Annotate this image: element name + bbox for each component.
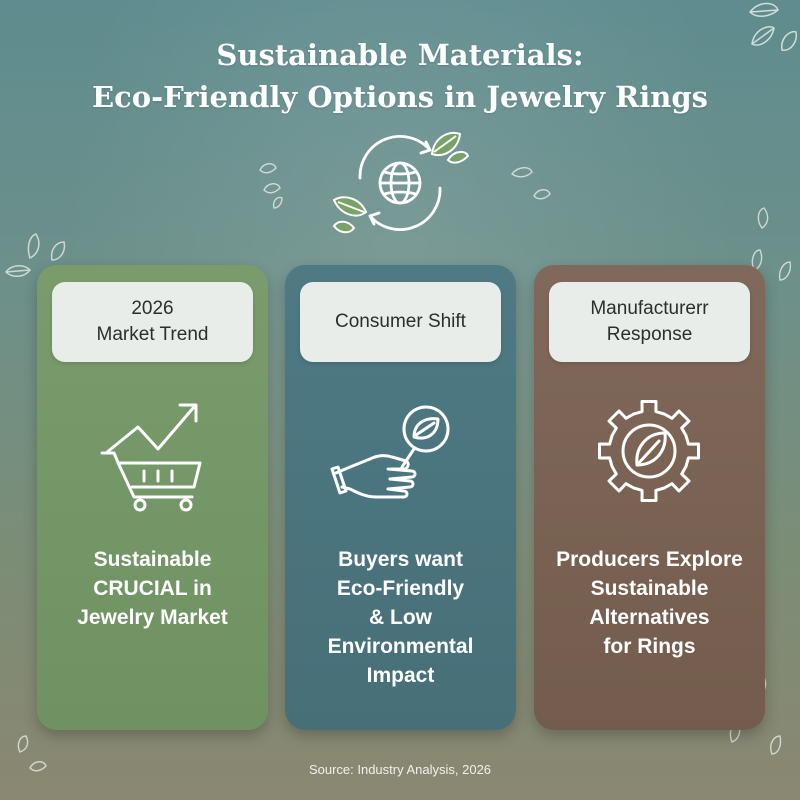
- card-1-text-line-1: Sustainable: [93, 548, 212, 571]
- card-label-consumer-shift: Consumer Shift: [300, 282, 501, 362]
- card-3-text-line-4: for Rings: [603, 635, 696, 658]
- card-3-text-line-1: Producers Explore: [556, 548, 743, 571]
- card-1-text-line-3: Jewelry Market: [77, 606, 228, 629]
- card-2-text-line-3: & Low: [369, 606, 432, 629]
- card-2-text: Buyers want Eco-Friendly & Low Environme…: [293, 545, 508, 690]
- card-3-label-line-1: Manufacturerr: [590, 298, 709, 319]
- card-label-market-trend: 2026 Market Trend: [52, 282, 253, 362]
- card-1-label-line-2: Market Trend: [96, 324, 209, 345]
- decorative-leaves-right: [510, 167, 551, 200]
- card-1-label-line-1: 2026: [131, 298, 174, 319]
- card-3-label-line-2: Response: [606, 324, 693, 345]
- decorative-leaves-center: [259, 163, 283, 209]
- card-2-text-line-1: Buyers want: [338, 548, 463, 571]
- title-line-2: Eco-Friendly Options in Jewelry Rings: [92, 80, 708, 114]
- card-3-text-line-2: Sustainable: [590, 577, 709, 600]
- card-2-label-line-1: Consumer Shift: [335, 311, 466, 332]
- card-1-text: Sustainable CRUCIAL in Jewelry Market: [45, 545, 260, 632]
- source-note: Source: Industry Analysis, 2026: [308, 762, 492, 777]
- card-2-text-line-2: Eco-Friendly: [336, 577, 465, 600]
- page-title: Sustainable Materials: Eco-Friendly Opti…: [0, 34, 800, 118]
- decorative-leaves-bottom-left: [17, 735, 47, 772]
- globe-recycle-leaves-icon: [332, 132, 470, 234]
- card-label-manufacturer-response: Manufacturerr Response: [549, 282, 750, 362]
- shopping-cart-growth-icon: [100, 403, 202, 512]
- card-market-trend: 2026 Market Trend Sustainable CRUCIAL in…: [37, 265, 268, 730]
- hand-magnifier-leaf-icon: [330, 405, 450, 499]
- title-line-1: Sustainable Materials:: [216, 38, 584, 72]
- card-1-text-line-2: CRUCIAL in: [93, 577, 212, 600]
- card-3-text: Producers Explore Sustainable Alternativ…: [542, 545, 757, 661]
- gear-outline: [598, 400, 700, 502]
- card-2-text-line-4: Environmental: [327, 635, 474, 658]
- card-2-text-line-5: Impact: [366, 664, 435, 687]
- gear-leaf-icon: [598, 400, 700, 502]
- card-consumer-shift: Consumer Shift Buyers want Eco-Friendly …: [285, 265, 516, 730]
- card-manufacturer-response: Manufacturerr Response Producers Explore…: [534, 265, 765, 730]
- card-3-text-line-3: Alternatives: [589, 606, 710, 629]
